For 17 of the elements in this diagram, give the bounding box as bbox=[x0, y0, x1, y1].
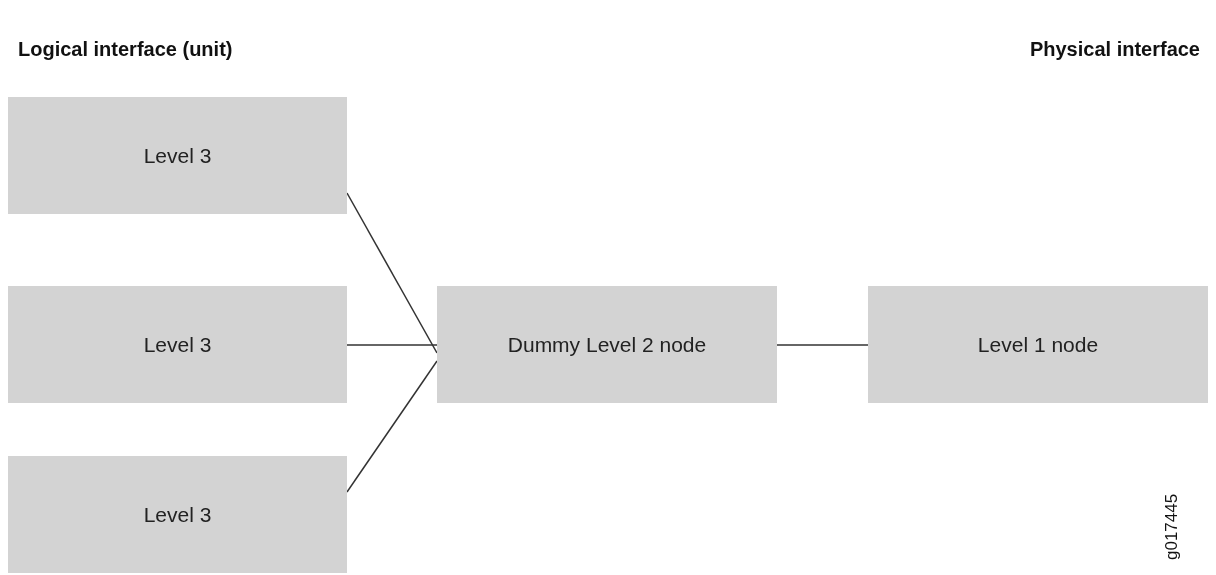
process-box bbox=[8, 97, 347, 214]
node-label: Level 3 bbox=[143, 502, 212, 527]
connector-line bbox=[346, 360, 438, 493]
connector-line bbox=[346, 344, 438, 346]
connector-line bbox=[346, 192, 438, 354]
node-label: Level 3 bbox=[143, 143, 212, 168]
process-box bbox=[8, 456, 347, 573]
node-label: Level 1 node bbox=[977, 332, 1099, 357]
node-label: Dummy Level 2 node bbox=[507, 332, 707, 357]
column-heading: Logical interface (unit) bbox=[18, 38, 233, 61]
process-box bbox=[437, 286, 777, 403]
column-heading: Physical interface bbox=[1029, 38, 1200, 61]
node-label: Level 3 bbox=[143, 332, 212, 357]
connector-line bbox=[776, 344, 869, 346]
figure-id: g017445 bbox=[1162, 493, 1182, 560]
process-box bbox=[868, 286, 1208, 403]
process-box bbox=[8, 286, 347, 403]
